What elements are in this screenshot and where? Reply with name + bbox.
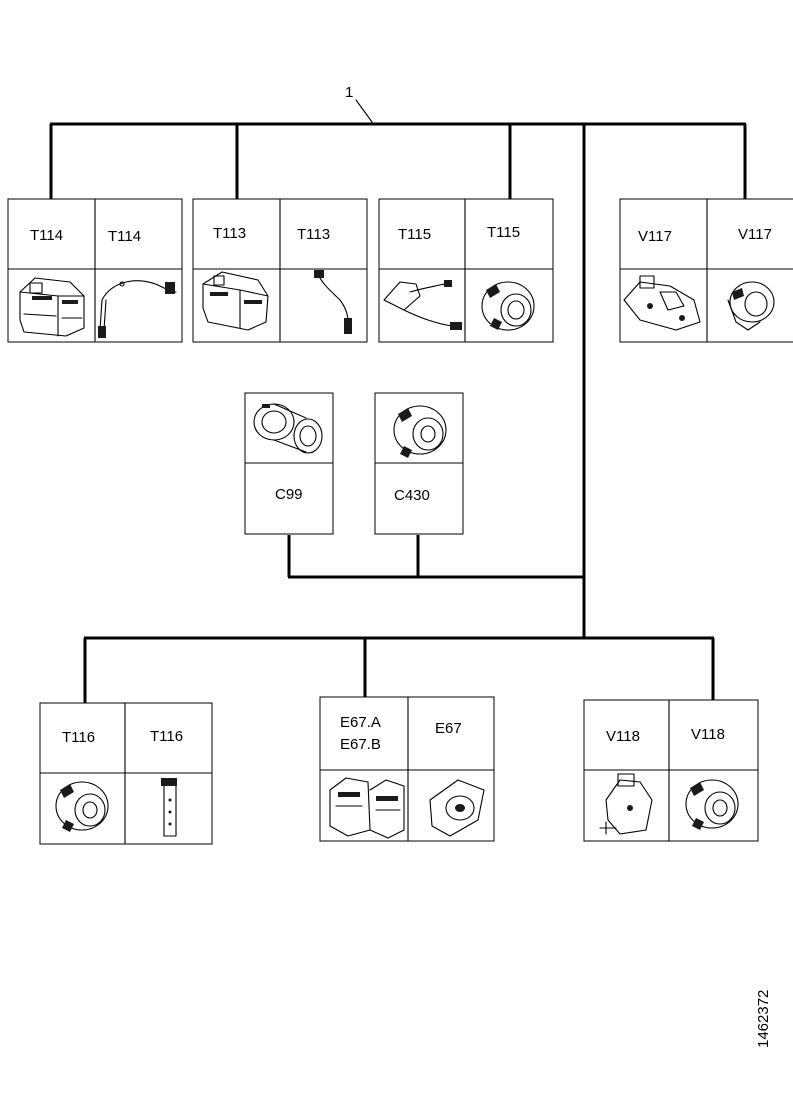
t116-round-connector-illustration	[55, 781, 109, 832]
label-t114-a: T114	[30, 227, 63, 244]
label-t116-b: T116	[150, 728, 183, 745]
t114-sensor-illustration	[98, 280, 177, 338]
e67-connector-illustration	[429, 779, 485, 837]
label-t113-a: T113	[213, 225, 246, 242]
v118-round-connector-illustration	[685, 779, 739, 830]
label-v118-a: V118	[606, 728, 640, 745]
label-c99: C99	[275, 486, 303, 503]
connector-group-c430: C430	[374, 392, 464, 535]
harness-wires	[49, 122, 747, 703]
connector-group-v117: V117 V117	[619, 198, 793, 343]
connector-group-v118: V118 V118	[583, 699, 759, 842]
t114-connector-illustration	[19, 277, 85, 337]
e67-dual-connector-illustration	[329, 777, 405, 839]
label-t114-b: T114	[108, 228, 141, 245]
c430-connector-illustration	[393, 405, 447, 458]
v117-valve-illustration	[623, 275, 701, 331]
label-t115-a: T115	[398, 226, 431, 243]
callout-leader	[355, 99, 373, 123]
label-v117-b: V117	[738, 226, 772, 243]
t113-connector-illustration	[202, 271, 269, 331]
doc-reference: 1462372	[755, 990, 772, 1048]
label-t113-b: T113	[297, 226, 330, 243]
label-e67: E67	[435, 720, 462, 737]
v117-round-connector-illustration	[727, 281, 775, 331]
t113-sensor-illustration	[314, 270, 352, 334]
connector-group-t114: T114 T114	[7, 198, 183, 343]
callout-1: 1	[345, 84, 373, 123]
label-v117-a: V117	[638, 228, 672, 245]
connector-group-t113: T113 T113	[192, 198, 368, 343]
connector-group-t115: T115 T115	[378, 198, 554, 343]
label-c430: C430	[394, 487, 430, 504]
t116-sensor-illustration	[161, 778, 177, 837]
label-e67-a: E67.A	[340, 714, 381, 731]
t115-sensor-illustration	[383, 280, 462, 330]
c99-connector-illustration	[253, 403, 323, 454]
label-v118-b: V118	[691, 726, 725, 743]
label-t115-b: T115	[487, 224, 520, 241]
label-t116-a: T116	[62, 729, 95, 746]
label-e67-b: E67.B	[340, 736, 381, 753]
t115-round-connector-illustration	[481, 281, 535, 331]
v118-valve-illustration	[599, 773, 653, 835]
callout-number: 1	[345, 84, 353, 101]
connector-group-t116: T116 T116	[39, 702, 213, 845]
connector-group-c99: C99	[244, 392, 334, 535]
connector-group-e67: E67.A E67.B E67	[319, 696, 495, 842]
